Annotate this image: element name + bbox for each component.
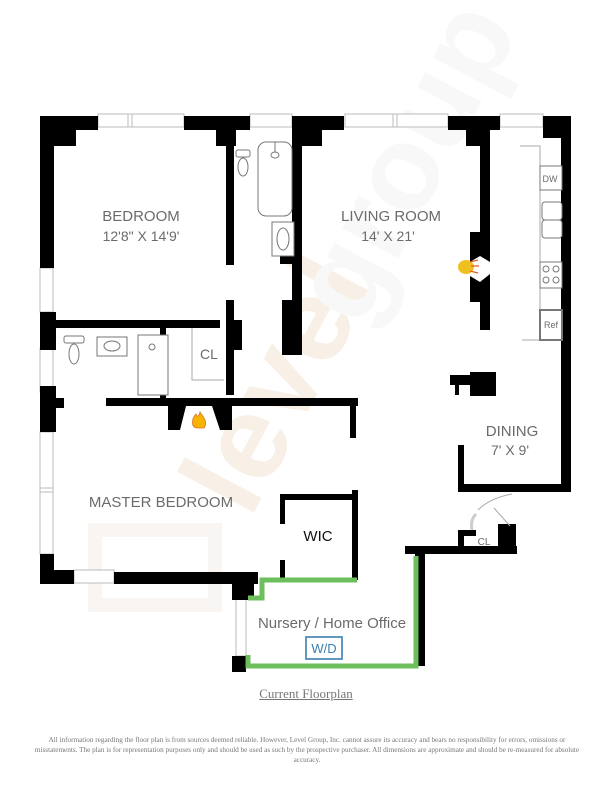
nursery-label: Nursery / Home Office <box>258 615 406 632</box>
toilet-tank-icon <box>235 149 251 158</box>
disclaimer-text: All information regarding the floor plan… <box>34 736 580 764</box>
living-room-label: LIVING ROOM <box>341 208 441 225</box>
master-bedroom-label: MASTER BEDROOM <box>89 494 233 511</box>
dining-dimensions: 7' X 9' <box>491 442 529 458</box>
windows <box>39 113 544 657</box>
living-room-dimensions: 14' X 21' <box>361 228 415 244</box>
stove-icon <box>539 261 563 289</box>
fireplace-icon <box>458 256 490 282</box>
washer-dryer-label: W/D <box>311 641 336 656</box>
refrigerator-icon <box>539 309 563 341</box>
dishwasher-icon <box>539 165 563 191</box>
toilet-tank-icon <box>63 335 85 344</box>
svg-text:group: group <box>265 0 543 342</box>
washer-dryer-box <box>305 636 343 660</box>
bedroom-label: BEDROOM <box>102 208 180 225</box>
closet-hall-label: CL <box>200 346 218 362</box>
wic-label: WIC <box>303 528 332 545</box>
dishwasher-label: DW <box>543 174 558 184</box>
toilet-icon <box>237 157 249 177</box>
fireplace-icon <box>180 406 220 430</box>
toilet-icon <box>68 343 80 365</box>
sink-icon <box>541 201 563 221</box>
floorplan-caption: Current Floorplan <box>259 686 353 701</box>
dining-label: DINING <box>486 423 539 440</box>
nursery-outline <box>245 556 419 669</box>
fixtures <box>63 141 563 531</box>
bedroom-dimensions: 12'8" X 14'9' <box>103 228 180 244</box>
closet-entry-label: CL <box>478 537 491 548</box>
refrigerator-label: Ref <box>544 320 559 330</box>
